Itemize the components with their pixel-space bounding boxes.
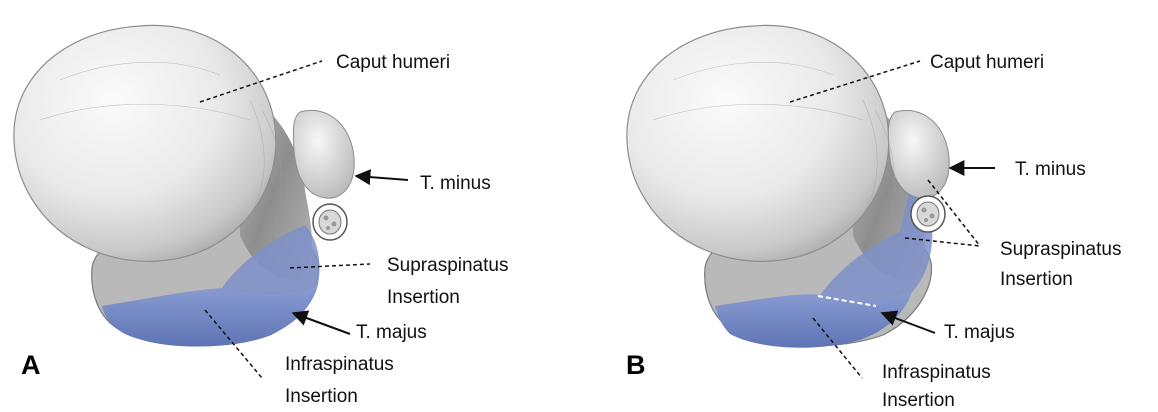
label-supraspinatus-a: Supraspinatus bbox=[387, 254, 508, 277]
label-t-majus-b: T. majus bbox=[944, 321, 1015, 344]
panel-letter-b: B bbox=[626, 350, 646, 380]
caput-humeri-a bbox=[14, 25, 276, 261]
label-caput-humeri-b: Caput humeri bbox=[930, 51, 1044, 74]
panel-a bbox=[14, 25, 408, 378]
arrow-t-majus-a bbox=[293, 313, 350, 334]
label-t-minus-b: T. minus bbox=[1015, 158, 1086, 181]
label-infraspinatus-insertion-a: Insertion bbox=[285, 385, 358, 408]
panel-b bbox=[627, 25, 995, 378]
label-caput-humeri-a: Caput humeri bbox=[336, 51, 450, 74]
biceps-tendon-b bbox=[911, 196, 945, 232]
label-supraspinatus-insertion-b: Insertion bbox=[1000, 268, 1073, 291]
label-t-minus-a: T. minus bbox=[420, 172, 491, 195]
label-infraspinatus-a: Infraspinatus bbox=[285, 353, 394, 376]
label-infraspinatus-b: Infraspinatus bbox=[882, 361, 991, 384]
label-supraspinatus-insertion-a: Insertion bbox=[387, 286, 460, 309]
caput-humeri-b bbox=[627, 25, 889, 261]
panel-letter-a: A bbox=[21, 350, 41, 380]
arrow-t-minus-a bbox=[356, 176, 408, 180]
label-supraspinatus-b: Supraspinatus bbox=[1000, 238, 1121, 261]
biceps-tendon-a bbox=[313, 204, 347, 240]
label-t-majus-a: T. majus bbox=[356, 321, 427, 344]
